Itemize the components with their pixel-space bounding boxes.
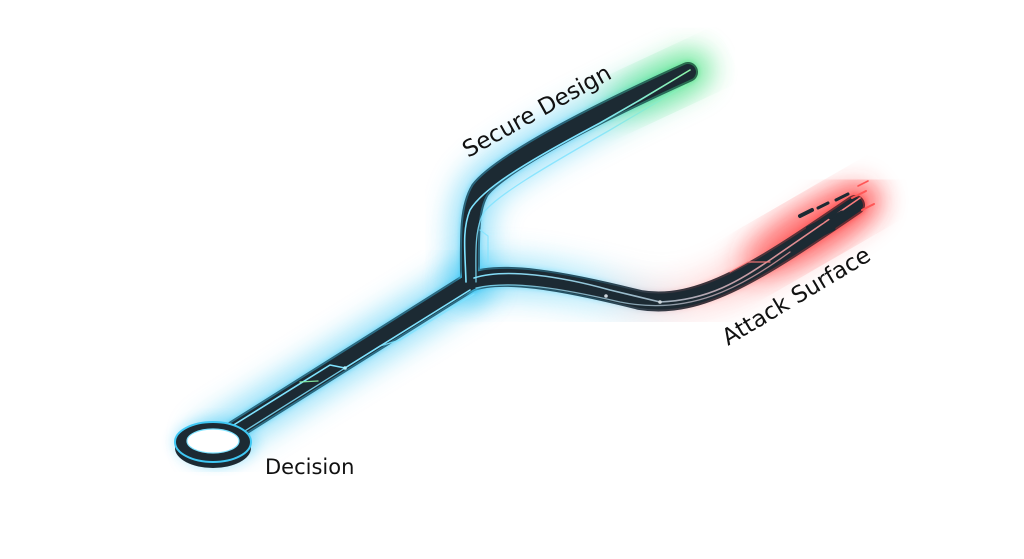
attack-fragments (798, 180, 875, 238)
decision-ring (174, 421, 252, 468)
circuit-traces (231, 69, 861, 435)
decision-label: Decision (265, 455, 354, 479)
neon-outline-layer (224, 61, 866, 441)
